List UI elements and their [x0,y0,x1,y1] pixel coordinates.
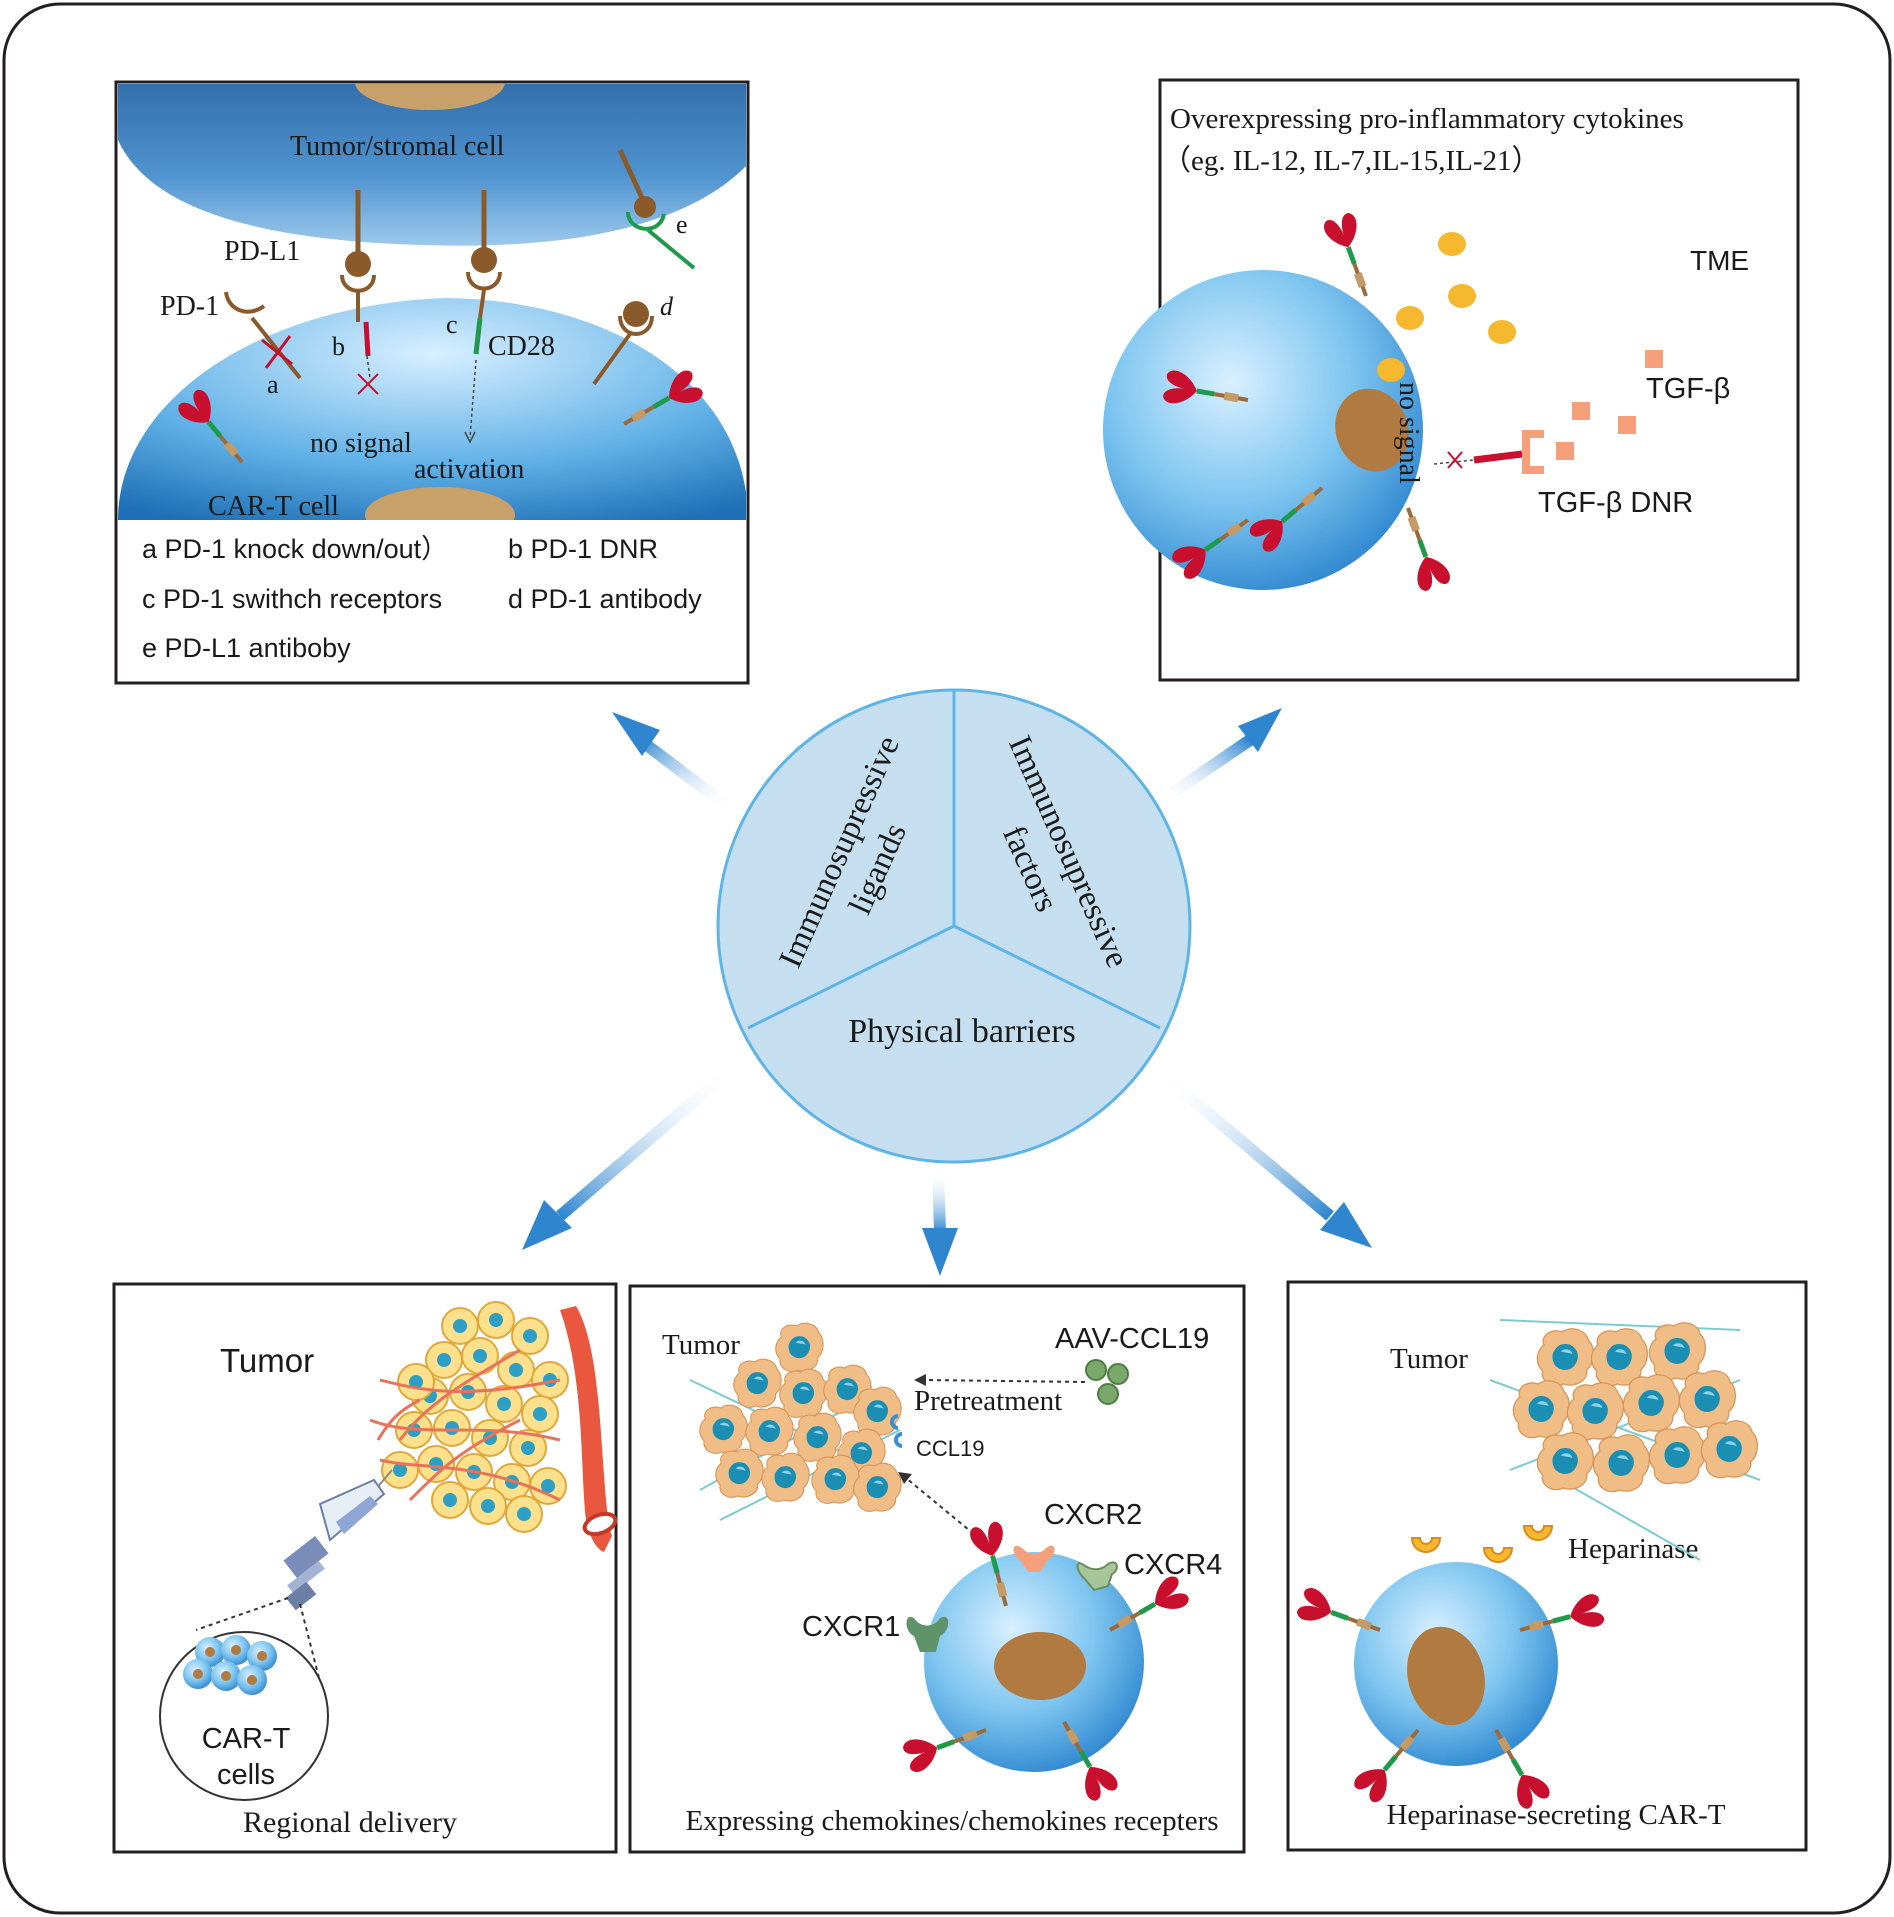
aav-label: AAV-CCL19 [1055,1323,1209,1355]
heparinase-tumor-label: Tumor [1390,1343,1468,1375]
pdl1-ligand-e [617,148,696,270]
chemokine-tumor-cluster [689,1322,902,1521]
marker-a: a [267,370,279,399]
tumor-stromal-label: Tumor/stromal cell [290,131,505,162]
sector-physical: Physical barriers [848,1013,1076,1050]
cart-cell [1103,270,1423,590]
blood-vessel [560,1306,618,1552]
cart-nucleus [365,487,515,520]
tme-label: TME [1690,245,1749,276]
cxcr1-label: CXCR1 [802,1611,900,1643]
no-signal-label: no signal [1393,382,1424,484]
panel-cytokine: Overexpressing pro-inflammatory cytokine… [1103,78,1800,682]
panel-chemokine: Tumor AAV-CCL19 Pretreatment CCL19 CXCR2… [628,1284,1246,1854]
cxcr4-receptor [1076,1561,1118,1592]
pretreatment-arrowhead [914,1374,926,1386]
cytokine-particles [1377,232,1516,382]
cart-cells-line2: cells [217,1759,275,1791]
legend-d: d PD-1 antibody [508,584,702,614]
panel-heparinase: Tumor Heparinase Heparinase-secreting CA… [1286,1280,1808,1852]
legend-c: c PD-1 swithch receptors [142,584,442,614]
cart-nucleus [1335,388,1409,472]
heparinase-tumor-cluster [1489,1319,1761,1561]
pd1-dnr-b [340,274,379,395]
pdl1-label: PD-L1 [224,236,300,267]
pd1-switch-c [464,271,502,444]
arrow-to-heparinase-panel [1158,1069,1372,1248]
heparinase-label: Heparinase [1568,1533,1698,1565]
cart-cells-line1: CAR-T [202,1723,291,1755]
arrow-to-regional-panel [522,1065,734,1250]
arrow-to-chemokine-panel [922,1169,958,1276]
chemokine-tumor-label: Tumor [662,1329,740,1361]
pretreatment-arrow [923,1379,1086,1383]
tumor-stromal-cell [118,84,746,246]
pdl1-ligand-b [345,190,371,277]
tgfb-dnr-receptor [1433,430,1544,474]
heparinase-cart-nucleus [1407,1626,1485,1726]
cxcr4-label: CXCR4 [1124,1549,1222,1581]
arrow-to-cytokine-panel [1158,708,1282,805]
divider-left [747,924,955,1030]
pd1-label: PD-1 [160,291,219,322]
aav-particles [1085,1359,1129,1405]
tgfb-label: TGF-β [1646,373,1730,405]
legend-e: e PD-L1 antiboby [142,633,351,663]
tumor-nucleus [355,84,505,110]
divider-right [953,924,1161,1030]
legend-b: b PD-1 DNR [508,534,658,564]
panel-regional: Tumor [112,1282,618,1854]
tgfb-particles [1556,350,1663,460]
pd1-antibody-d [592,301,654,386]
center-circle: Immunosupressive ligands Immunosupressiv… [716,688,1192,1164]
cxcr2-receptor [1013,1545,1055,1572]
tgfb-dnr-label: TGF-β DNR [1538,487,1693,519]
cxcr1-receptor [906,1616,949,1652]
chemokine-cart-nucleus [994,1632,1086,1700]
pd1-knockdown-a [224,291,302,380]
cytokine-title-line2: （eg. IL-12, IL-7,IL-15,IL-21） [1162,145,1541,177]
zoom-line-left [195,1597,289,1631]
activation-label: activation [414,454,524,485]
legend-a: a PD-1 knock down/out） [142,534,448,564]
pretreatment-label: Pretreatment [914,1385,1062,1417]
regional-tumor-label: Tumor [220,1342,314,1379]
marker-c: c [446,310,458,339]
heparinase-caption: Heparinase-secreting CAR-T [1386,1799,1725,1831]
pdl1-ligand-c [471,190,497,273]
chemokine-caption: Expressing chemokines/chemokines recepte… [685,1805,1218,1837]
zoom-line-right [299,1603,321,1683]
syringe [283,1469,393,1611]
regional-caption: Regional delivery [243,1806,457,1839]
migration-arrowhead [898,1472,912,1484]
marker-e: e [676,210,688,239]
cd28-label: CD28 [488,331,555,362]
panel-pd1: Tumor/stromal cell PD-L1 PD-1 CD28 a b c… [114,80,750,685]
marker-b: b [332,332,345,361]
panel-chemokine-frame [628,1284,1246,1854]
ccl19-label: CCL19 [916,1436,984,1461]
cytokine-title-line1: Overexpressing pro-inflammatory cytokine… [1170,103,1684,135]
cart-cell-label: CAR-T cell [208,491,339,522]
arrow-to-pd1-panel [612,712,734,813]
marker-d: d [660,292,674,321]
no-signal-label: no signal [310,428,412,459]
cart-cells-cluster [183,1635,277,1695]
ccl19-binders [890,1414,902,1448]
cxcr2-label: CXCR2 [1044,1499,1142,1531]
tumor-vessels [369,1348,561,1502]
